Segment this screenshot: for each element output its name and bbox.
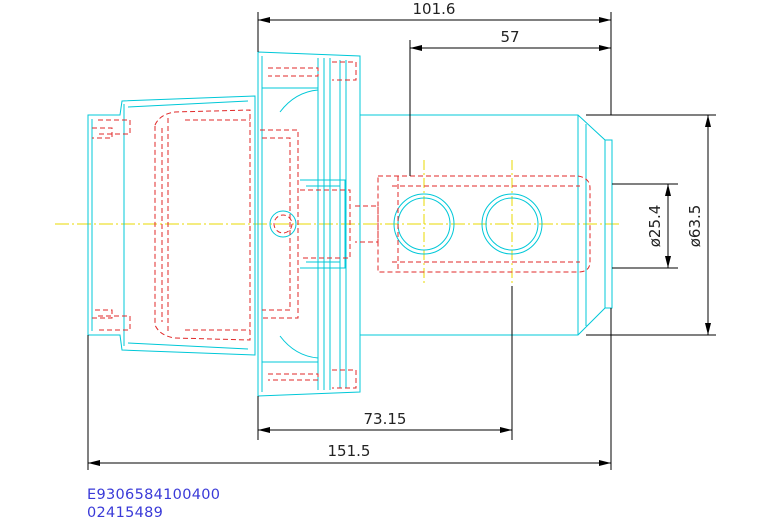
dim-label-large-diameter: ø63.5 bbox=[686, 205, 704, 248]
dim-label-bottom-inner: 73.15 bbox=[364, 410, 407, 428]
dim-label-small-diameter: ø25.4 bbox=[646, 205, 664, 248]
part-code-line-2: 02415489 bbox=[87, 505, 164, 521]
dimension-lines bbox=[87, 12, 716, 470]
dim-label-bottom-overall: 151.5 bbox=[328, 442, 371, 460]
part-code-line-1: E9306584100400 bbox=[87, 487, 221, 503]
dim-label-top-overall: 101.6 bbox=[413, 0, 456, 18]
hidden-lines bbox=[92, 61, 591, 389]
dim-label-top-inner: 57 bbox=[500, 28, 519, 46]
tool-holder-outline bbox=[87, 51, 613, 397]
